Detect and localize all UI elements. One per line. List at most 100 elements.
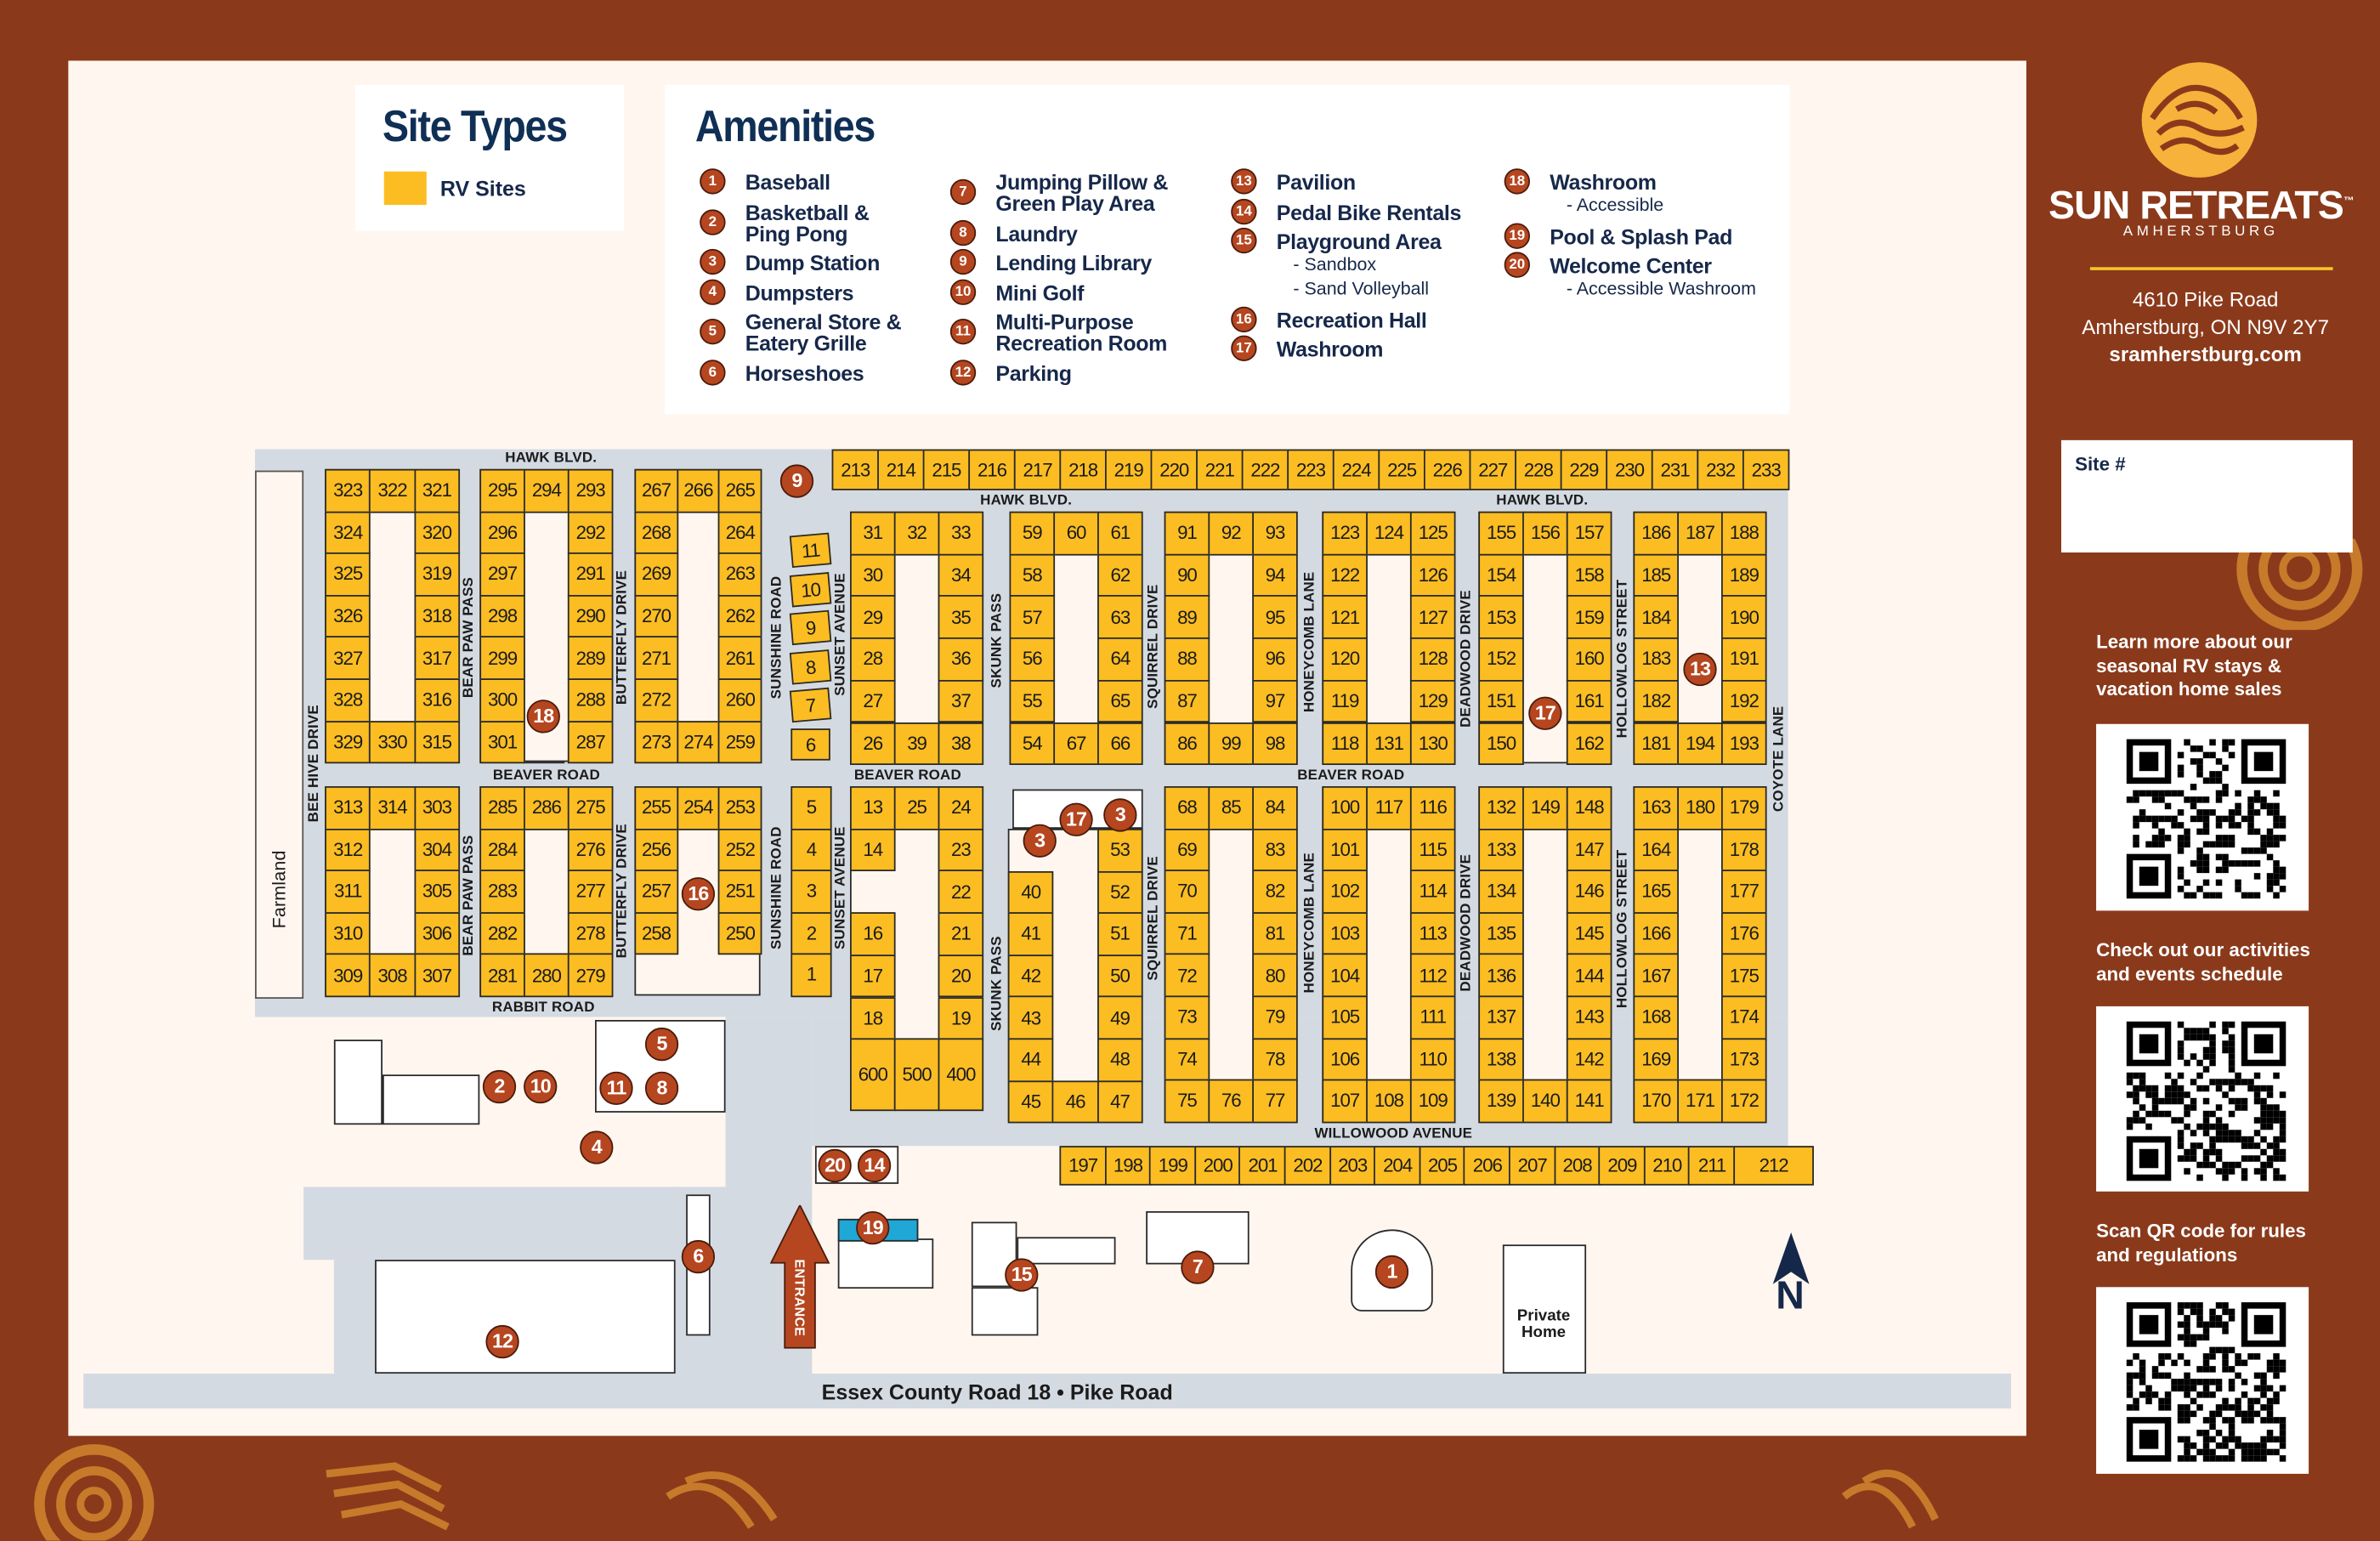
amenity-marker-18[interactable]: 18: [526, 700, 560, 734]
rv-site[interactable]: 200: [1193, 1146, 1242, 1186]
rv-site[interactable]: 39: [893, 722, 940, 766]
rv-site[interactable]: 169: [1633, 1037, 1679, 1081]
rv-site[interactable]: 185: [1633, 553, 1679, 598]
rv-site[interactable]: 214: [877, 449, 925, 490]
rv-site[interactable]: 206: [1464, 1146, 1511, 1186]
rv-site[interactable]: 156: [1522, 511, 1568, 556]
rv-site[interactable]: 269: [634, 552, 678, 597]
rv-site[interactable]: 181: [1633, 722, 1679, 766]
rv-site[interactable]: 199: [1149, 1146, 1197, 1186]
rv-site[interactable]: 227: [1469, 449, 1516, 490]
rv-site[interactable]: 330: [369, 720, 416, 764]
qr-code-rv-stays[interactable]: [2096, 723, 2309, 911]
rv-site[interactable]: 78: [1252, 1037, 1298, 1081]
rv-site[interactable]: 304: [413, 828, 461, 872]
rv-site[interactable]: 329: [325, 720, 371, 764]
rv-site[interactable]: 64: [1097, 637, 1143, 682]
amenity-marker-15[interactable]: 15: [1005, 1258, 1039, 1292]
amenity-marker-2[interactable]: 2: [482, 1069, 517, 1104]
rv-site[interactable]: 267: [634, 468, 678, 513]
rv-site[interactable]: 24: [938, 785, 984, 830]
rv-site[interactable]: 310: [325, 911, 371, 955]
rv-site[interactable]: 313: [325, 785, 371, 830]
rv-site[interactable]: 266: [676, 468, 720, 513]
rv-site[interactable]: 263: [718, 552, 762, 597]
rv-site[interactable]: 179: [1720, 785, 1767, 830]
rv-site[interactable]: 600: [849, 1038, 896, 1112]
rv-site[interactable]: 328: [325, 678, 371, 722]
rv-site[interactable]: 268: [634, 511, 678, 555]
rv-site[interactable]: 145: [1566, 911, 1612, 955]
rv-site[interactable]: 147: [1566, 828, 1612, 872]
rv-site[interactable]: 122: [1322, 553, 1368, 598]
rv-site[interactable]: 272: [634, 678, 678, 722]
rv-site[interactable]: 166: [1633, 911, 1679, 955]
rv-site[interactable]: 99: [1208, 722, 1254, 766]
rv-site[interactable]: 11: [789, 532, 832, 569]
rv-site[interactable]: 131: [1366, 722, 1412, 766]
rv-site[interactable]: 114: [1409, 870, 1456, 914]
rv-site[interactable]: 262: [718, 594, 762, 638]
rv-site[interactable]: 81: [1252, 911, 1298, 955]
amenity-marker-7[interactable]: 7: [1181, 1250, 1215, 1284]
rv-site[interactable]: 400: [938, 1038, 984, 1112]
rv-site[interactable]: 226: [1423, 449, 1471, 490]
rv-site[interactable]: 50: [1096, 954, 1143, 998]
rv-site[interactable]: 67: [1053, 722, 1099, 766]
rv-site[interactable]: 218: [1059, 449, 1107, 490]
rv-site[interactable]: 10: [789, 571, 832, 607]
rv-site[interactable]: 126: [1409, 553, 1456, 598]
rv-site[interactable]: 102: [1322, 870, 1368, 914]
rv-site[interactable]: 210: [1643, 1146, 1691, 1186]
rv-site[interactable]: 151: [1478, 679, 1524, 723]
rv-site[interactable]: 198: [1104, 1146, 1152, 1186]
rv-site[interactable]: 130: [1409, 722, 1456, 766]
amenity-marker-5[interactable]: 5: [644, 1027, 679, 1062]
rv-site[interactable]: 188: [1720, 511, 1767, 556]
rv-site[interactable]: 171: [1677, 1079, 1723, 1124]
rv-site[interactable]: 205: [1419, 1146, 1466, 1186]
rv-site[interactable]: 204: [1374, 1146, 1421, 1186]
rv-site[interactable]: 291: [567, 552, 614, 597]
rv-site[interactable]: 186: [1633, 511, 1679, 556]
rv-site[interactable]: 123: [1322, 511, 1368, 556]
rv-site[interactable]: 178: [1720, 828, 1767, 872]
rv-site[interactable]: 133: [1478, 828, 1524, 872]
rv-site[interactable]: 72: [1164, 954, 1210, 998]
rv-site[interactable]: 323: [325, 468, 371, 513]
rv-site[interactable]: 223: [1287, 449, 1334, 490]
amenity-marker-3[interactable]: 3: [1103, 798, 1137, 832]
rv-site[interactable]: 46: [1052, 1079, 1099, 1124]
rv-site[interactable]: 34: [938, 553, 984, 598]
rv-site[interactable]: 174: [1720, 995, 1767, 1040]
rv-site[interactable]: 17: [849, 954, 896, 999]
rv-site[interactable]: 40: [1007, 870, 1054, 915]
rv-site[interactable]: 142: [1566, 1037, 1612, 1081]
rv-site[interactable]: 63: [1097, 595, 1143, 639]
rv-site[interactable]: 213: [831, 449, 879, 490]
rv-site[interactable]: 161: [1566, 679, 1612, 723]
rv-site[interactable]: 259: [718, 720, 762, 764]
rv-site[interactable]: 57: [1009, 595, 1056, 639]
rv-site[interactable]: 318: [413, 594, 461, 638]
rv-site[interactable]: 162: [1566, 722, 1612, 766]
rv-site[interactable]: 19: [938, 996, 984, 1040]
amenity-marker-13[interactable]: 13: [1683, 652, 1717, 687]
rv-site[interactable]: 194: [1677, 722, 1723, 766]
amenity-marker-16[interactable]: 16: [681, 877, 716, 911]
rv-site[interactable]: 96: [1252, 637, 1298, 682]
rv-site[interactable]: 104: [1322, 954, 1368, 998]
rv-site[interactable]: 29: [849, 595, 896, 639]
rv-site[interactable]: 177: [1720, 870, 1767, 914]
rv-site[interactable]: 255: [634, 785, 678, 830]
amenity-marker-8[interactable]: 8: [644, 1071, 679, 1105]
rv-site[interactable]: 54: [1009, 722, 1056, 766]
rv-site[interactable]: 285: [479, 785, 525, 830]
rv-site[interactable]: 135: [1478, 911, 1524, 955]
rv-site[interactable]: 168: [1633, 995, 1679, 1040]
rv-site[interactable]: 87: [1164, 679, 1210, 723]
rv-site[interactable]: 27: [849, 679, 896, 723]
rv-site[interactable]: 58: [1009, 553, 1056, 598]
rv-site[interactable]: 55: [1009, 679, 1056, 723]
rv-site[interactable]: 300: [479, 678, 525, 722]
